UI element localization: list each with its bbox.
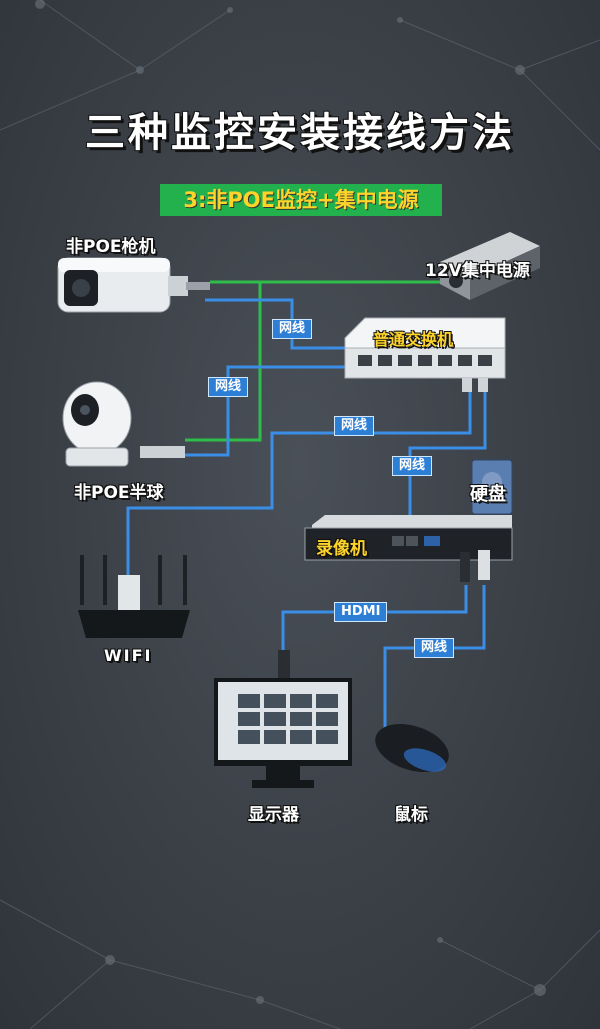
dome-camera-icon <box>62 381 185 467</box>
power-supply-label: 12V集中电源 <box>425 261 530 281</box>
net-cable-wifi <box>126 390 472 580</box>
nvr-icon <box>304 515 513 582</box>
power-cable-dome <box>185 282 262 442</box>
hard-disk-label: 硬盘 <box>470 484 506 505</box>
cable-label-net2: 网线 <box>208 377 249 397</box>
page-title: 三种监控安装接线方法 <box>85 110 515 156</box>
cable-label-hdmi: HDMI <box>334 602 388 622</box>
net-cable-nvr <box>408 390 487 515</box>
bullet-camera-label: 非POE枪机 <box>66 237 156 257</box>
switch-label: 普通交换机 <box>373 330 454 349</box>
cable-label-net4: 网线 <box>392 456 433 476</box>
cable-label-net5: 网线 <box>414 638 455 658</box>
bullet-camera-icon <box>57 257 210 313</box>
subtitle-banner: 3:非POE监控+集中电源 <box>160 184 442 216</box>
cable-label-net3: 网线 <box>334 416 375 436</box>
nvr-label: 录像机 <box>316 539 367 559</box>
power-supply-icon <box>440 232 540 300</box>
power-cables <box>185 280 440 442</box>
monitor-label: 显示器 <box>248 805 299 825</box>
switch-icon <box>344 317 506 392</box>
cable-label-net1: 网线 <box>272 319 313 339</box>
wifi-label: WIFI <box>104 646 153 665</box>
mouse-icon <box>375 724 449 772</box>
net-cable-dome <box>185 365 345 457</box>
monitor-icon <box>214 650 352 788</box>
dome-camera-label: 非POE半球 <box>74 483 164 503</box>
wifi-router-icon <box>78 555 190 638</box>
mouse-label: 鼠标 <box>394 805 428 825</box>
